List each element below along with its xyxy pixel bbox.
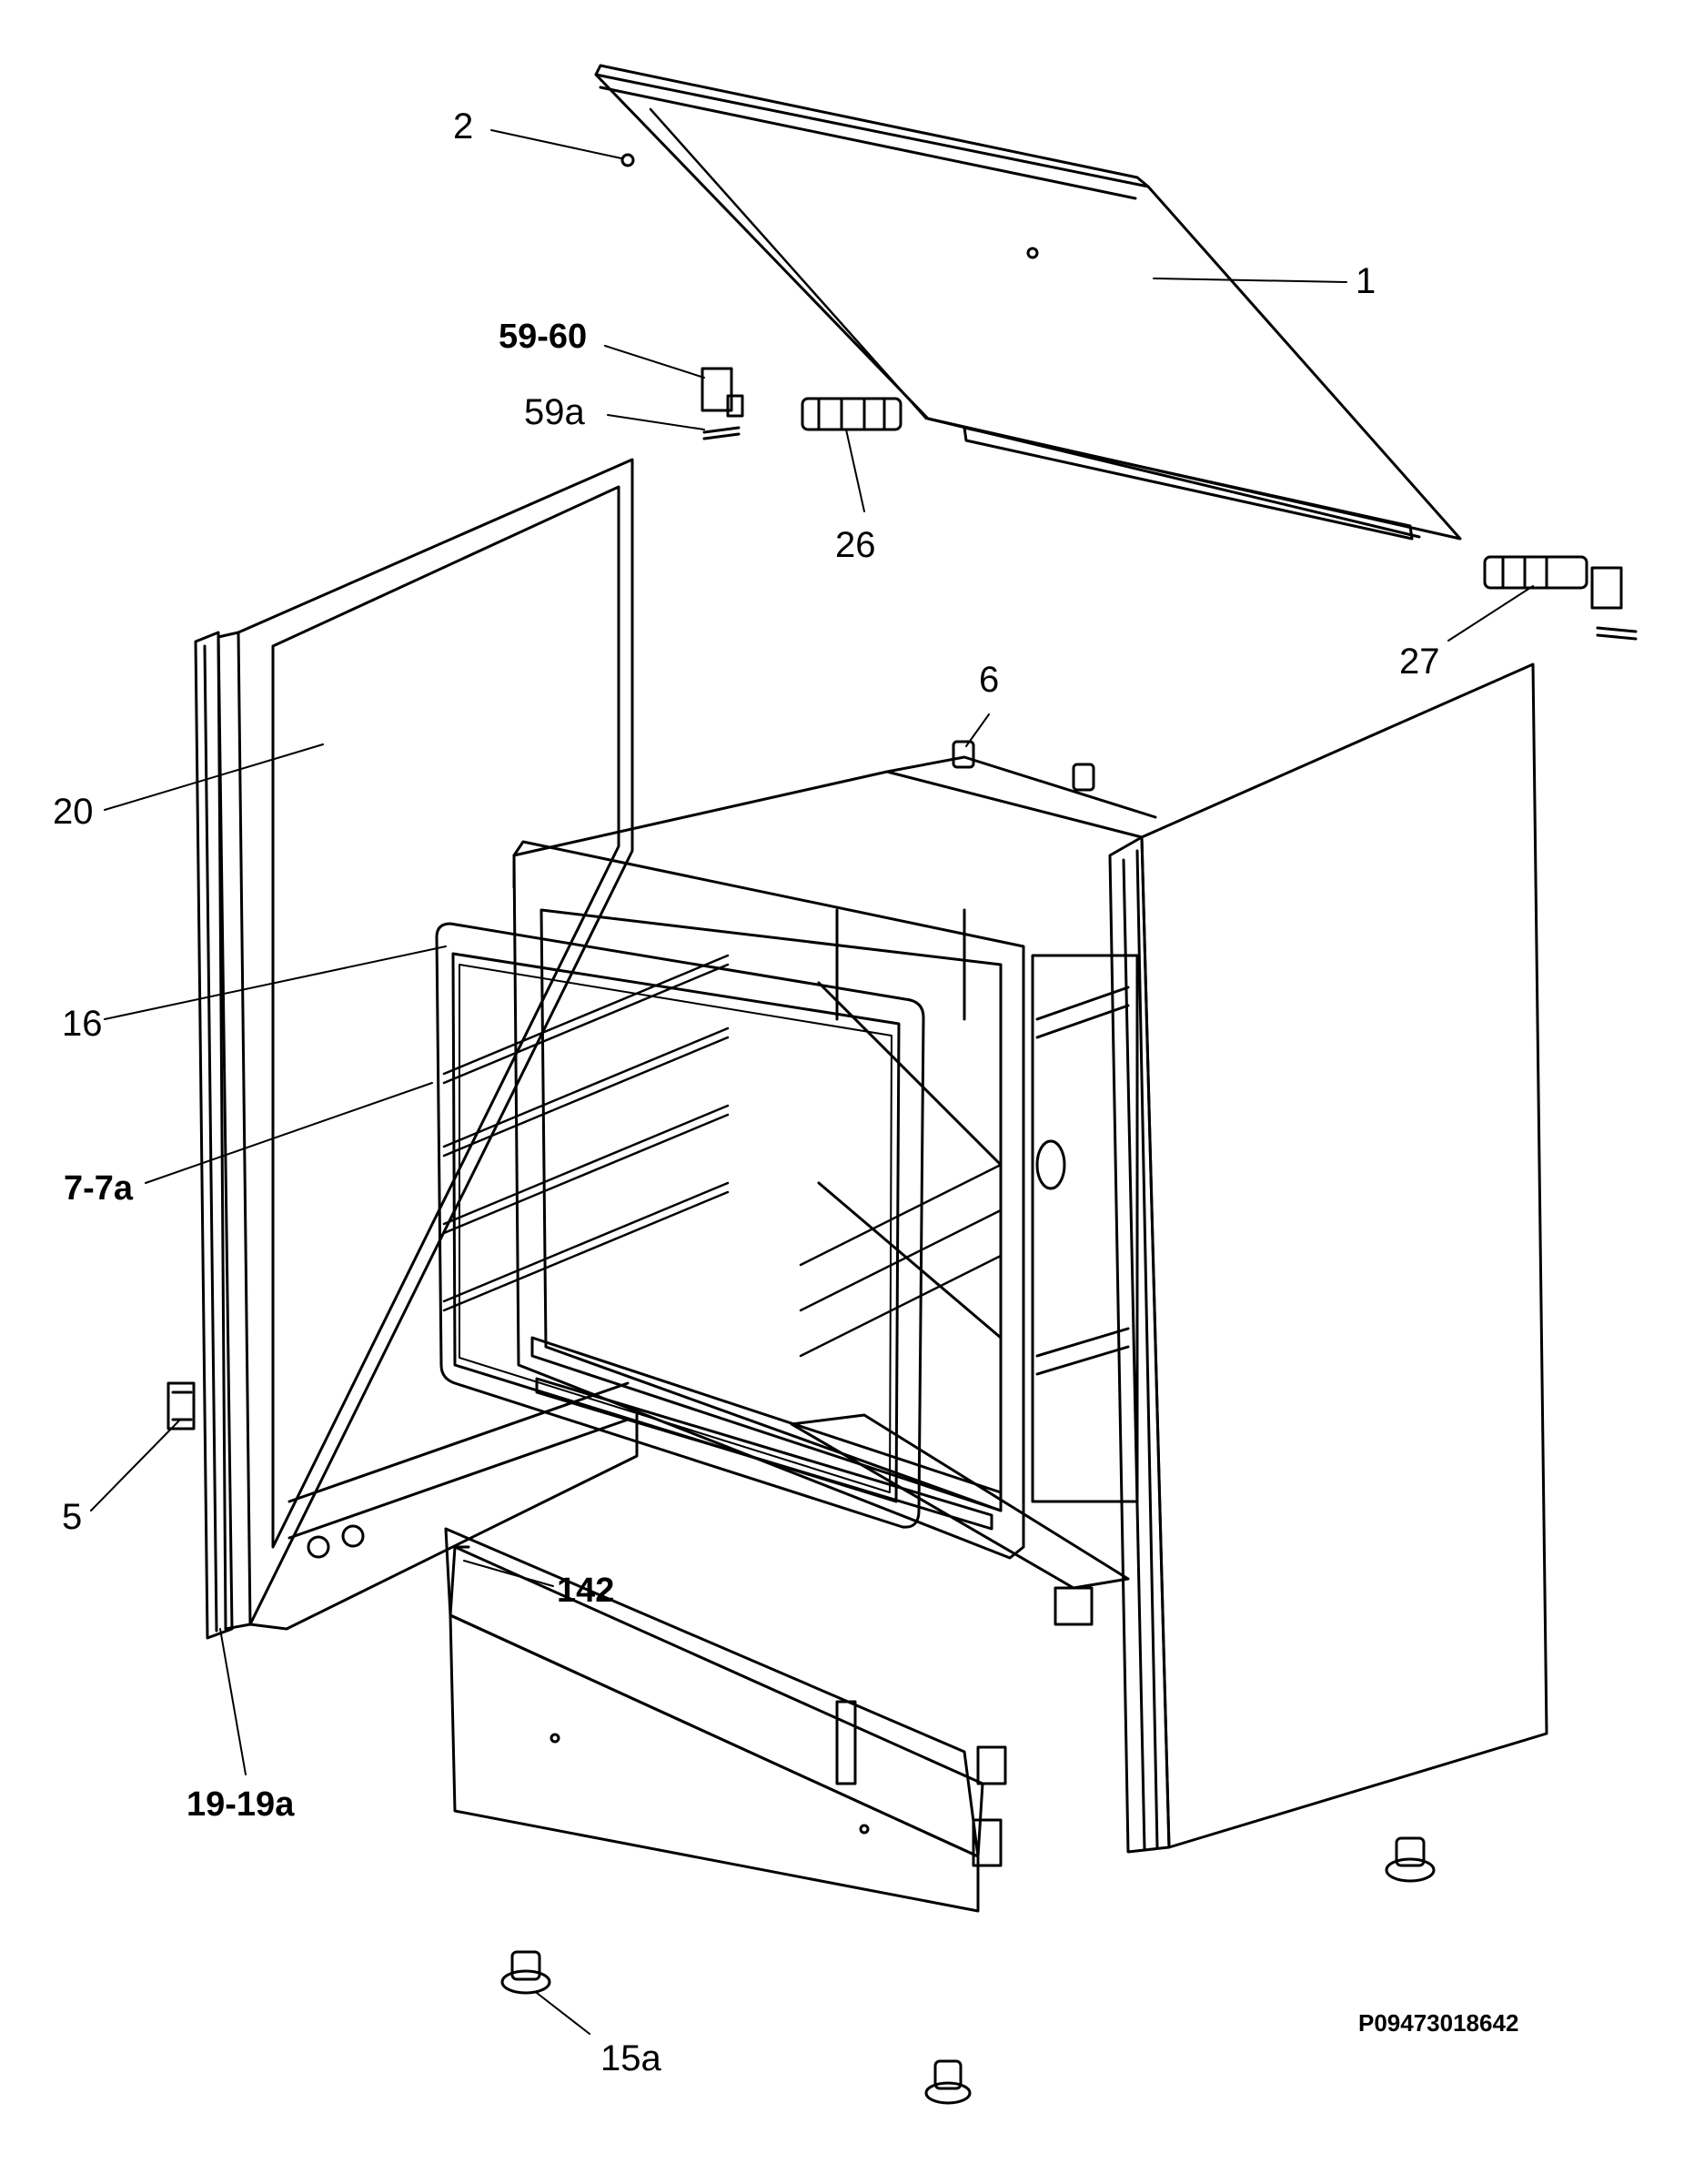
foot-right-part	[1385, 1836, 1436, 1883]
label-part-7-7a: 7-7a	[64, 1169, 134, 1208]
drawing-code: P09473018642	[1358, 2009, 1518, 2037]
label-part-142: 142	[557, 1572, 614, 1610]
label-part-1: 1	[1356, 261, 1376, 301]
top-cover-part	[594, 64, 1462, 541]
label-part-2: 2	[453, 106, 473, 147]
hinge-right-part	[1483, 555, 1638, 641]
label-part-15a: 15a	[600, 2038, 661, 2078]
screw-part	[620, 153, 635, 167]
label-part-59a: 59a	[524, 392, 585, 432]
foot-left-part	[500, 1950, 551, 1995]
leader-lines	[90, 129, 1534, 2035]
label-part-6: 6	[979, 660, 999, 700]
bottom-rail	[530, 1336, 1130, 1626]
front-frame-strip	[194, 631, 234, 1640]
label-part-16: 16	[62, 1004, 103, 1044]
left-side-panel	[217, 458, 639, 1631]
top-foot-parts	[952, 740, 1095, 792]
label-part-5: 5	[62, 1497, 82, 1537]
kick-panel-part	[444, 1527, 1007, 1913]
latch-part	[166, 1381, 196, 1431]
label-part-19-19a: 19-19a	[187, 1785, 295, 1824]
label-part-26: 26	[835, 525, 876, 565]
wire-shelves-part	[442, 954, 1003, 1358]
clip-part	[701, 367, 744, 440]
hinge-left-part	[801, 397, 902, 431]
label-part-20: 20	[53, 792, 94, 832]
label-part-59-60: 59-60	[499, 318, 587, 356]
label-part-27: 27	[1399, 642, 1440, 682]
foot-front-part	[924, 2059, 972, 2105]
right-side-panel	[1108, 662, 1548, 1854]
